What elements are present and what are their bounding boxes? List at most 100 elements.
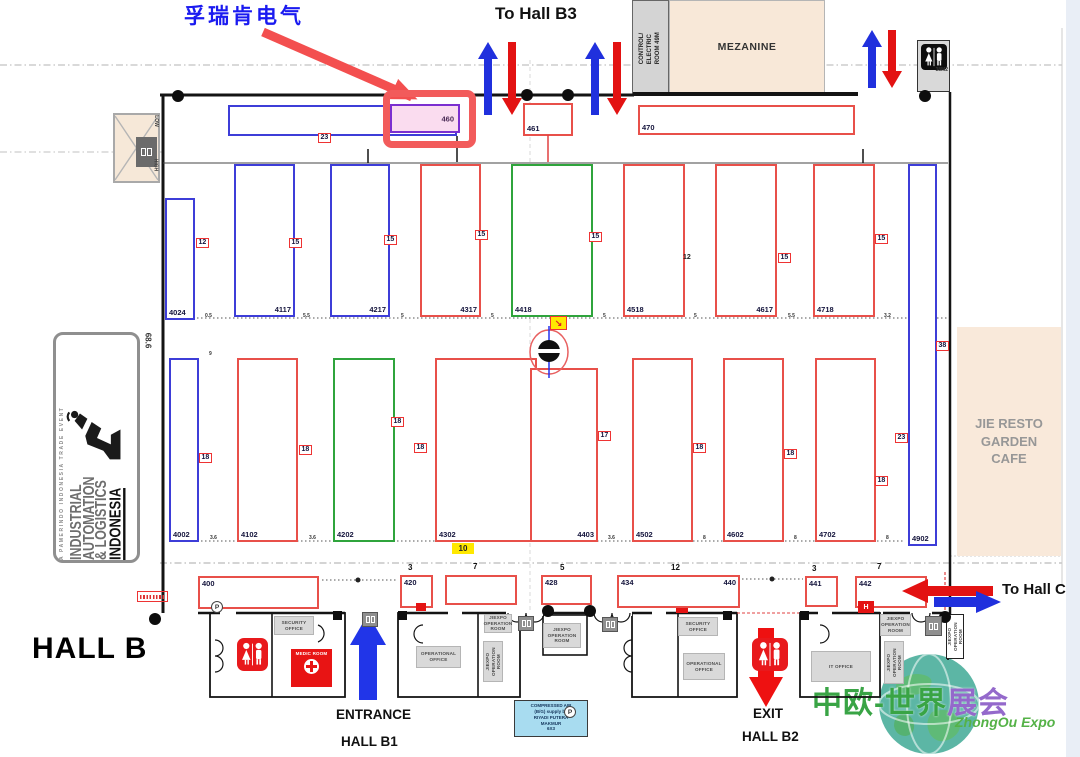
dimension-label: 7	[877, 562, 882, 571]
dimension-label: 5	[603, 313, 606, 319]
booth-428: 428	[541, 575, 592, 605]
dimension-label: 3	[812, 564, 817, 573]
toilet-icon	[237, 638, 268, 671]
it-office: IT OFFICE	[811, 651, 871, 682]
door-marker	[398, 611, 407, 620]
size-label: 15	[778, 253, 791, 264]
compressed-air-p-icon: P	[564, 706, 576, 718]
booth-4002: 4002	[169, 358, 199, 542]
compressed-air-line: (B/G) supply by	[534, 708, 568, 714]
watermark-char: 界	[916, 687, 947, 720]
small-red-label	[137, 591, 168, 602]
booth-470: 470	[638, 105, 855, 135]
toilet-area-top: 38M2	[917, 40, 950, 92]
dimension-label: 3	[408, 563, 413, 572]
annotation-arrow	[261, 27, 418, 102]
booth-4317: 4317	[420, 164, 481, 317]
flow-arrow-up-1	[478, 42, 498, 115]
jiexpo-operation-room-5-label: JIEXPO OPERATION ROOM	[885, 648, 902, 677]
booth-number: 434	[621, 578, 634, 587]
door-facility-icon	[518, 616, 534, 631]
dimension-label: 3.6	[210, 535, 217, 541]
medic-cross-icon	[304, 659, 319, 674]
size-label: 15	[475, 230, 488, 241]
booth-4602: 4602	[723, 358, 784, 542]
page-edge-strip	[1066, 0, 1080, 757]
compressed-air-line: 6X3	[546, 726, 555, 732]
jiexpo-operation-room-2-label: JIEXPO OPERATION ROOM	[484, 647, 501, 676]
booth-number: 4102	[241, 529, 258, 539]
jiexpo-operation-room-1-label: JIEXPO OPERATION ROOM	[483, 614, 513, 632]
security-office-2-label: SECURITY OFFICE	[685, 620, 711, 632]
jiexpo-operation-room-3: JIEXPO OPERATION ROOM	[543, 623, 581, 648]
company-annotation: 孚瑞肯电气	[184, 5, 304, 28]
toilet-size-label: 38M2	[935, 67, 948, 73]
booth-number: 4617	[756, 304, 773, 314]
booth-number: 4518	[627, 304, 644, 314]
size-label: 15	[289, 238, 302, 249]
size-label: 38	[936, 341, 949, 352]
booth-number: 470	[642, 122, 655, 132]
dimension-label: 3.6	[309, 535, 316, 541]
booth-number: 4418	[515, 304, 532, 314]
medic-room: MEDIC ROOM	[291, 649, 332, 687]
control-electric-room: CONTROL/ ELECTRIC ROOM 49M	[632, 0, 669, 94]
watermark-char: 会	[978, 687, 1009, 720]
booth-461: 461	[523, 103, 573, 136]
logo-tagline: A PAMERINDO INDONESIA TRADE EVENT	[59, 406, 65, 560]
security-office-2: SECURITY OFFICE	[678, 617, 718, 636]
booth-number: 4403	[577, 529, 594, 539]
booth-number: 4718	[817, 304, 834, 314]
to-hall-c-label: To Hall C	[1002, 581, 1066, 598]
jiexpo-operation-room-4-label: JIEXPO OPERATION ROOM	[881, 616, 910, 633]
hall-b-title: HALL B	[32, 632, 148, 665]
column-dot	[584, 605, 596, 617]
dimension-label: 5	[560, 563, 565, 572]
mezanine-area: MEZANINE	[669, 0, 825, 94]
flow-arrow-down-3	[882, 30, 902, 88]
globe-icon	[878, 653, 980, 755]
operational-office-2: OPERATIONAL OFFICE	[683, 653, 725, 680]
booth-number: 4117	[274, 304, 291, 314]
booth-number: 441	[809, 579, 822, 588]
door-facility-icon	[362, 612, 378, 627]
highlighted-booth-ring	[383, 90, 476, 148]
entrance-label: ENTRANCE	[336, 707, 412, 722]
size-label: 17	[598, 431, 611, 442]
door-marker	[333, 611, 342, 620]
booth-number: 4202	[337, 529, 354, 539]
compressed-air-box: COMPRESSED AIR (B/G) supply by RIYADI PU…	[514, 700, 588, 737]
dimension-68-6: 68.6	[143, 332, 153, 349]
jiexpo-operation-room-4: JIEXPO OPERATION ROOM	[880, 614, 911, 636]
dimension-label: 5	[401, 313, 404, 319]
operational-office-1: OPERATIONAL OFFICE	[416, 646, 461, 668]
jie-resto-garden-cafe: JIE RESTO GARDEN CAFE	[957, 327, 1061, 556]
size-label: 18	[784, 449, 797, 460]
watermark-en-text: ZhongOu Expo	[955, 714, 1056, 730]
dimension-label: 5.5	[788, 313, 795, 319]
booth-unlabeled	[445, 575, 517, 605]
toilet-icon	[752, 638, 788, 671]
door-facility-icon	[925, 616, 942, 636]
to-hall-c-blue-arrow	[934, 591, 1001, 613]
size-label-plain: 12	[683, 254, 691, 261]
size-label: 15	[589, 232, 602, 243]
watermark-char: -	[874, 687, 885, 720]
booth-number: 460	[441, 113, 454, 123]
booth-number: 4317	[460, 304, 477, 314]
booth-4702: 4702	[815, 358, 876, 542]
size-label: 18	[299, 445, 312, 456]
booth-4102: 4102	[237, 358, 298, 542]
flow-arrow-up-3	[862, 30, 882, 88]
watermark-char: 欧	[843, 687, 874, 720]
booth-4217: 4217	[330, 164, 390, 317]
entrance-hall-label: HALL B1	[341, 734, 398, 749]
booth-400: 400	[198, 576, 319, 609]
booth-number: 4002	[173, 529, 190, 539]
gate-high-label: HIGH	[152, 158, 159, 172]
size-label: 12	[196, 238, 209, 249]
jiexpo-operation-room-6-label: JIEXPO OPERATION ROOM	[946, 622, 963, 651]
dimension-label: 5	[694, 313, 697, 319]
event-logo: A PAMERINDO INDONESIA TRADE EVENT INDUST…	[53, 332, 140, 563]
door-facility-icon	[602, 617, 618, 632]
